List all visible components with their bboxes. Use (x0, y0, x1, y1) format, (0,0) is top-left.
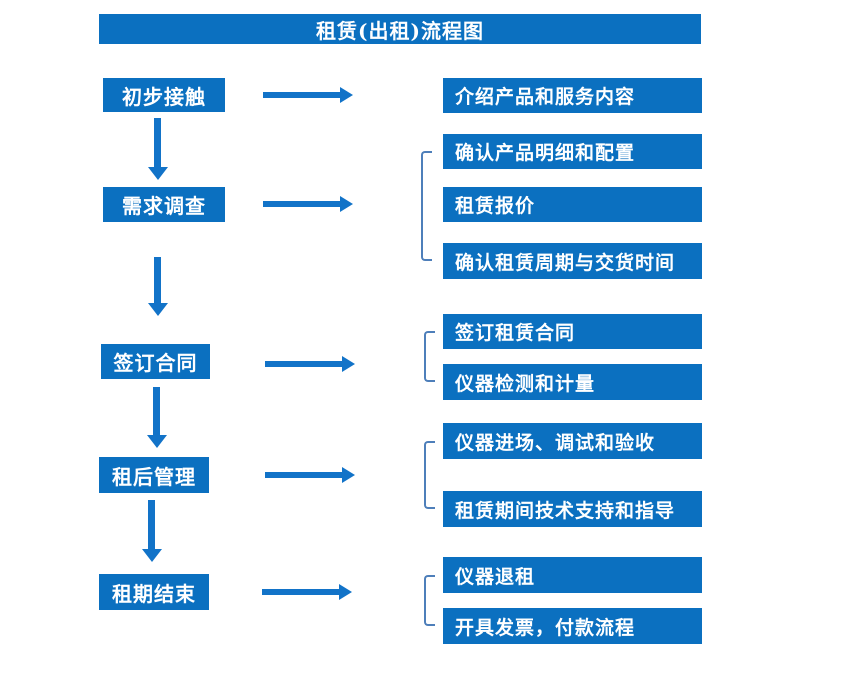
detail-label: 租赁报价 (455, 195, 536, 217)
arrow-head (342, 356, 355, 372)
detail-label: 租赁期间技术支持和指导 (455, 499, 676, 522)
arrow-head (342, 467, 355, 483)
detail-label: 确认产品明细和配置 (455, 142, 636, 164)
step-initial-contact: 初步接触 (103, 78, 225, 112)
detail-label: 签订租赁合同 (455, 322, 576, 344)
arrow-shaft (265, 472, 343, 478)
arrow-head (339, 584, 352, 600)
step-label: 签订合同 (113, 351, 198, 375)
detail-label: 仪器退租 (455, 565, 536, 588)
detail-box-instrument-testing: 仪器检测和计量 (443, 364, 702, 400)
right-arrow-icon-5 (262, 584, 352, 600)
step-post-rental-management: 租后管理 (99, 457, 209, 493)
detail-label: 确认租赁周期与交货时间 (455, 251, 676, 274)
right-arrow-icon-4 (265, 467, 355, 483)
detail-label: 仪器检测和计量 (455, 372, 596, 395)
bracket-icon-demand-survey-group (421, 151, 432, 261)
bracket-icon-sign-contract-group (424, 331, 435, 382)
detail-box-rental-quote: 租赁报价 (443, 187, 702, 222)
detail-box-instrument-return: 仪器退租 (443, 557, 702, 593)
bracket-icon-post-rental-group (424, 441, 435, 509)
down-arrow-icon-1 (148, 118, 168, 180)
step-label: 租期结束 (112, 581, 196, 606)
arrow-shaft (153, 387, 160, 436)
detail-box-sign-rental-contract: 签订租赁合同 (443, 314, 702, 349)
arrow-head (148, 167, 168, 180)
page-title: 租赁(出租)流程图 (316, 18, 484, 43)
down-arrow-icon-2 (148, 257, 168, 316)
right-arrow-icon-2 (263, 196, 353, 212)
detail-label: 仪器进场、调试和验收 (455, 431, 656, 454)
down-arrow-icon-4 (142, 500, 162, 562)
detail-box-confirm-rental-period: 确认租赁周期与交货时间 (443, 243, 702, 279)
down-arrow-icon-3 (147, 387, 167, 448)
step-sign-contract: 签订合同 (101, 344, 210, 379)
step-demand-survey: 需求调查 (103, 187, 225, 222)
detail-box-invoice-payment: 开具发票，付款流程 (443, 608, 702, 644)
arrow-shaft (154, 257, 161, 304)
detail-box-technical-support: 租赁期间技术支持和指导 (443, 491, 702, 527)
detail-label: 介绍产品和服务内容 (455, 86, 636, 108)
arrow-shaft (263, 92, 341, 98)
arrow-shaft (148, 500, 155, 550)
arrow-head (142, 549, 162, 562)
arrow-head (340, 196, 353, 212)
arrow-shaft (262, 589, 340, 595)
title-banner: 租赁(出租)流程图 (99, 14, 701, 44)
step-label: 租后管理 (112, 464, 196, 489)
detail-box-confirm-product-details: 确认产品明细和配置 (443, 134, 702, 169)
step-rental-end: 租期结束 (99, 574, 209, 610)
arrow-shaft (265, 361, 343, 367)
right-arrow-icon-3 (265, 356, 355, 372)
detail-box-introduce-products: 介绍产品和服务内容 (443, 78, 702, 113)
detail-box-instrument-setup: 仪器进场、调试和验收 (443, 423, 702, 459)
detail-label: 开具发票，付款流程 (455, 616, 636, 639)
step-label: 初步接触 (122, 84, 206, 109)
bracket-icon-rental-end-group (424, 575, 435, 626)
step-label: 需求调查 (122, 194, 206, 218)
right-arrow-icon-1 (263, 87, 353, 103)
arrow-shaft (154, 118, 161, 168)
arrow-shaft (263, 201, 341, 207)
arrow-head (340, 87, 353, 103)
arrow-head (147, 435, 167, 448)
arrow-head (148, 303, 168, 316)
